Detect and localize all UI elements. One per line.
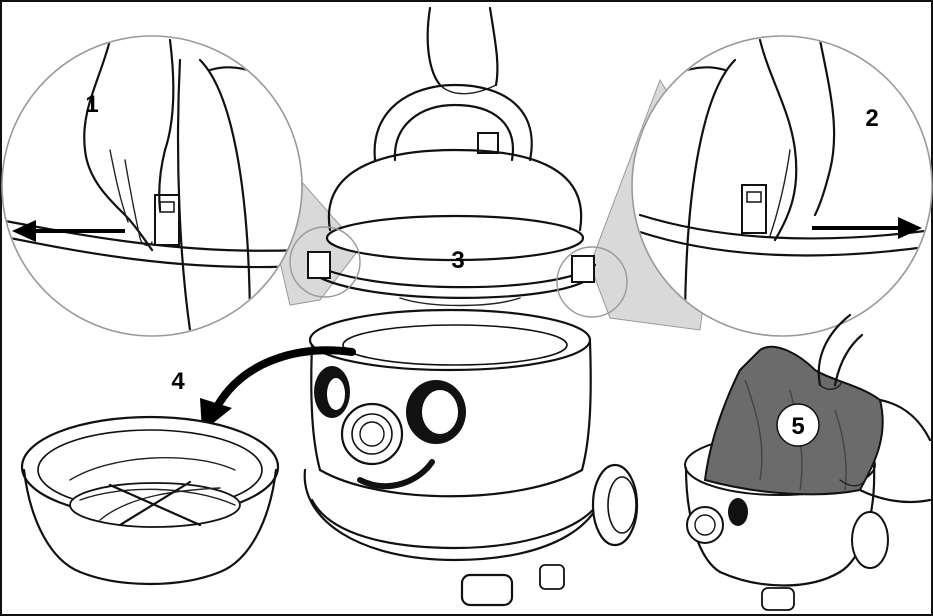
step-label-3: 3 <box>451 247 464 274</box>
hand-lifting-head <box>426 6 499 95</box>
arrow-right-icon <box>812 217 922 239</box>
vacuum-head-lid <box>307 83 597 307</box>
arrow-left-icon <box>12 220 125 242</box>
filter-bowl <box>20 415 280 586</box>
clip-highlight-left <box>289 226 361 298</box>
step-label-2: 2 <box>865 105 878 132</box>
callout-circle-right <box>631 35 933 337</box>
step-label-4: 4 <box>171 368 185 395</box>
step-label-1: 1 <box>85 91 98 118</box>
clip-highlight-right <box>556 246 628 318</box>
callout-circle-left <box>1 35 303 337</box>
hands-holding-bag <box>817 313 932 504</box>
step-label-5: 5 <box>791 413 804 440</box>
vacuum-body <box>303 308 639 607</box>
